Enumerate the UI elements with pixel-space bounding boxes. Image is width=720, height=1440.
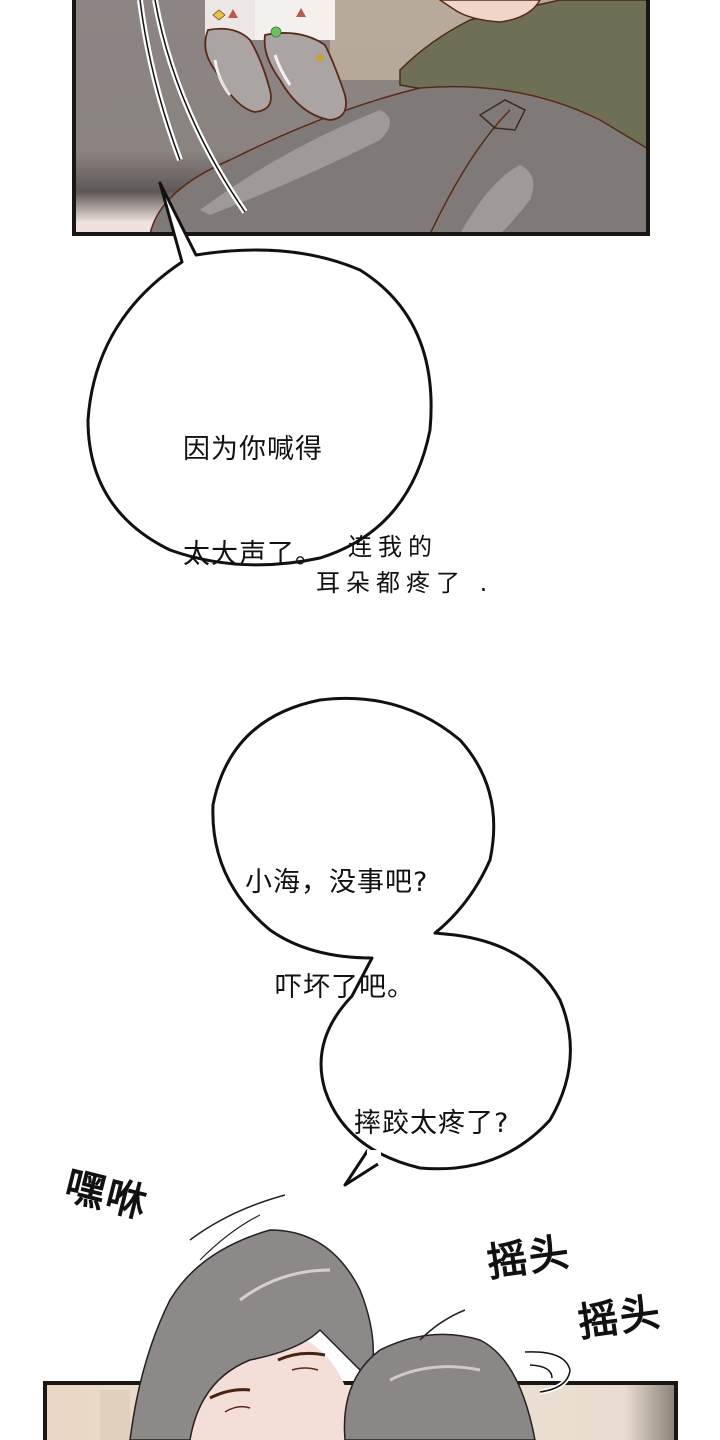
- bubble-1-line-1: 因为你喊得: [183, 434, 323, 466]
- bubble-1-aside-text: 连我的: [348, 460, 438, 599]
- bubble-1-aside-line-2: 耳朵都疼了 .: [316, 568, 494, 597]
- bubble-2-line-2: 吓坏了吧。: [275, 972, 415, 1004]
- panel-top-border: [72, 0, 650, 236]
- bubble-3-line-1: 摔跤太疼了?: [354, 1108, 510, 1140]
- bubble-2-3-shape: [211, 696, 572, 1187]
- characters-art: [129, 1194, 573, 1440]
- bubble-1-aside-line-1: 连我的: [348, 532, 438, 561]
- bubble-3-text: 摔跤太疼了?: [354, 1036, 509, 1176]
- bubble-1-shape: [86, 181, 433, 567]
- bubble-1-text: 因为你喊得 太大声了。: [183, 362, 323, 608]
- bubble-1-line-2: 太大声了。: [183, 539, 323, 571]
- bubble-2-line-1: 小海，没事吧?: [245, 867, 429, 899]
- bubble-2-text: 小海，没事吧? 吓坏了吧。: [245, 795, 428, 1041]
- bubble-1-aside-text-2: 耳朵都疼了 .: [316, 496, 493, 635]
- panel-top: [74, 0, 648, 234]
